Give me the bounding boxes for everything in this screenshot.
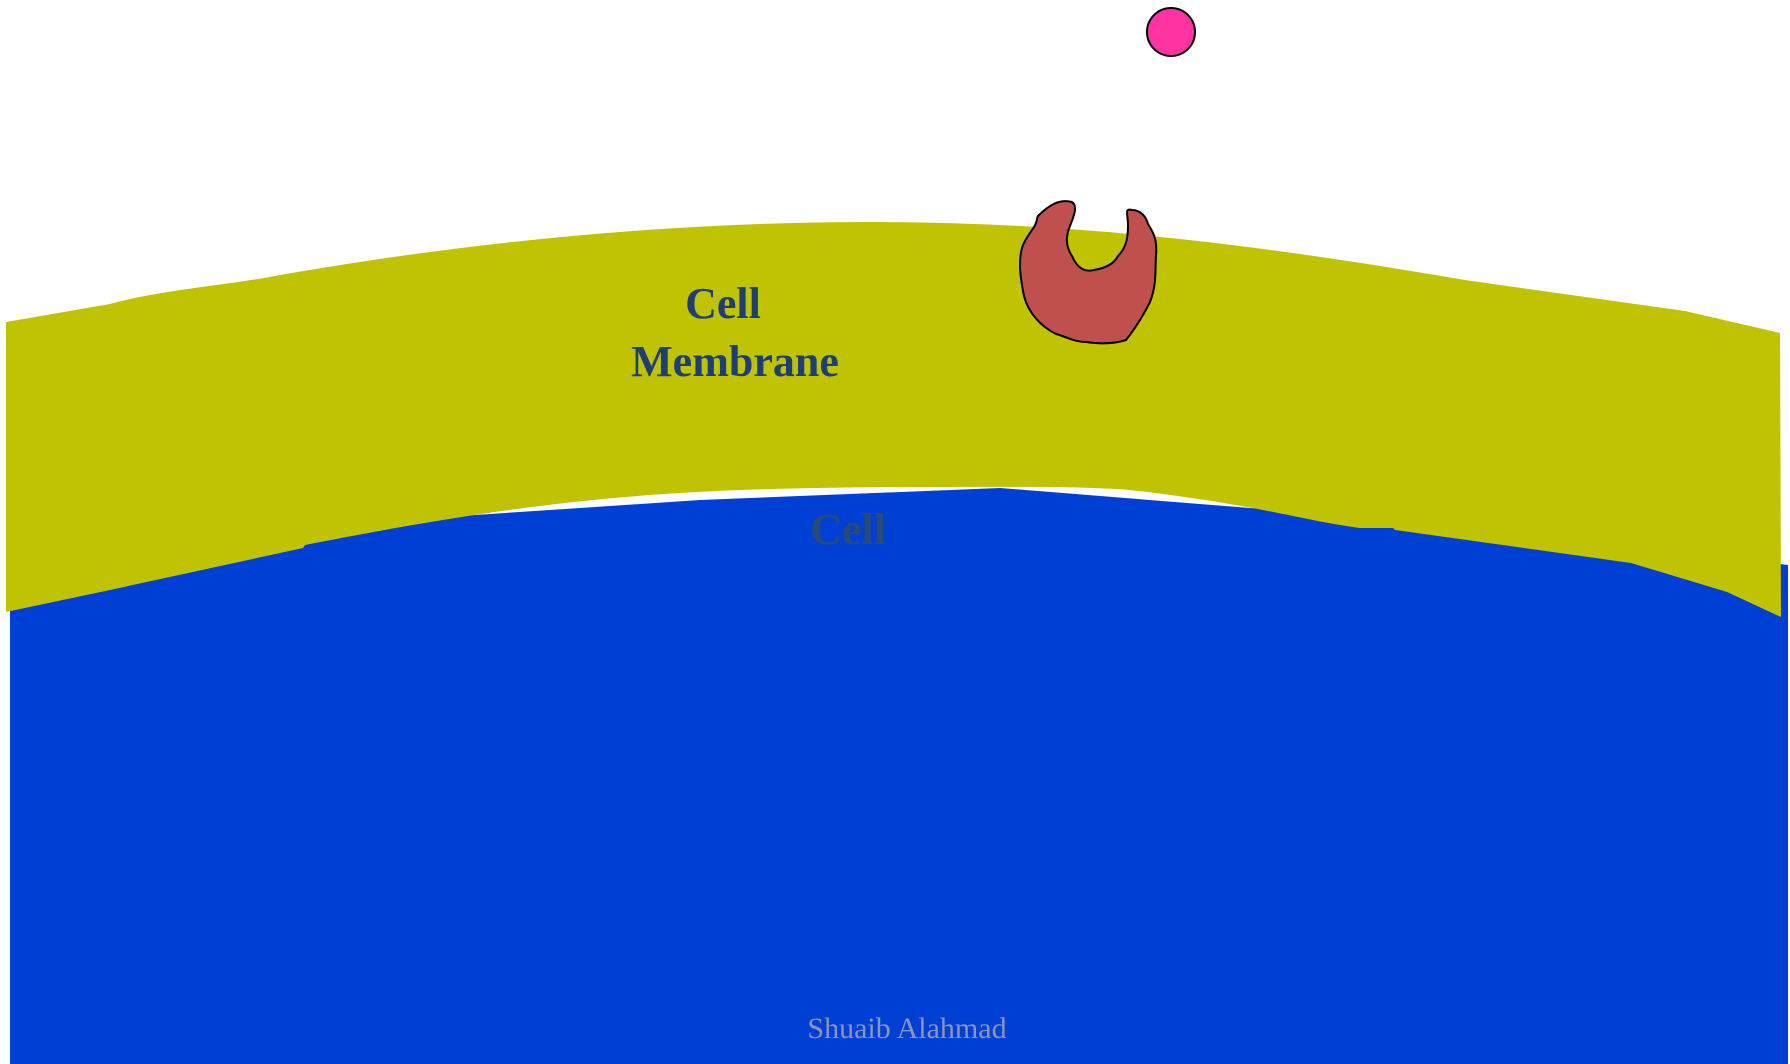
receptor-protein-icon (1020, 201, 1156, 343)
cell-body (10, 488, 1788, 1064)
cell-label: Cell (810, 505, 886, 554)
membrane-label-line1: Cell (685, 279, 761, 328)
ligand-circle-icon (1147, 8, 1195, 56)
author-credit: Shuaib Alahmad (807, 1012, 1006, 1045)
membrane-label-line2: Membrane (631, 337, 839, 386)
